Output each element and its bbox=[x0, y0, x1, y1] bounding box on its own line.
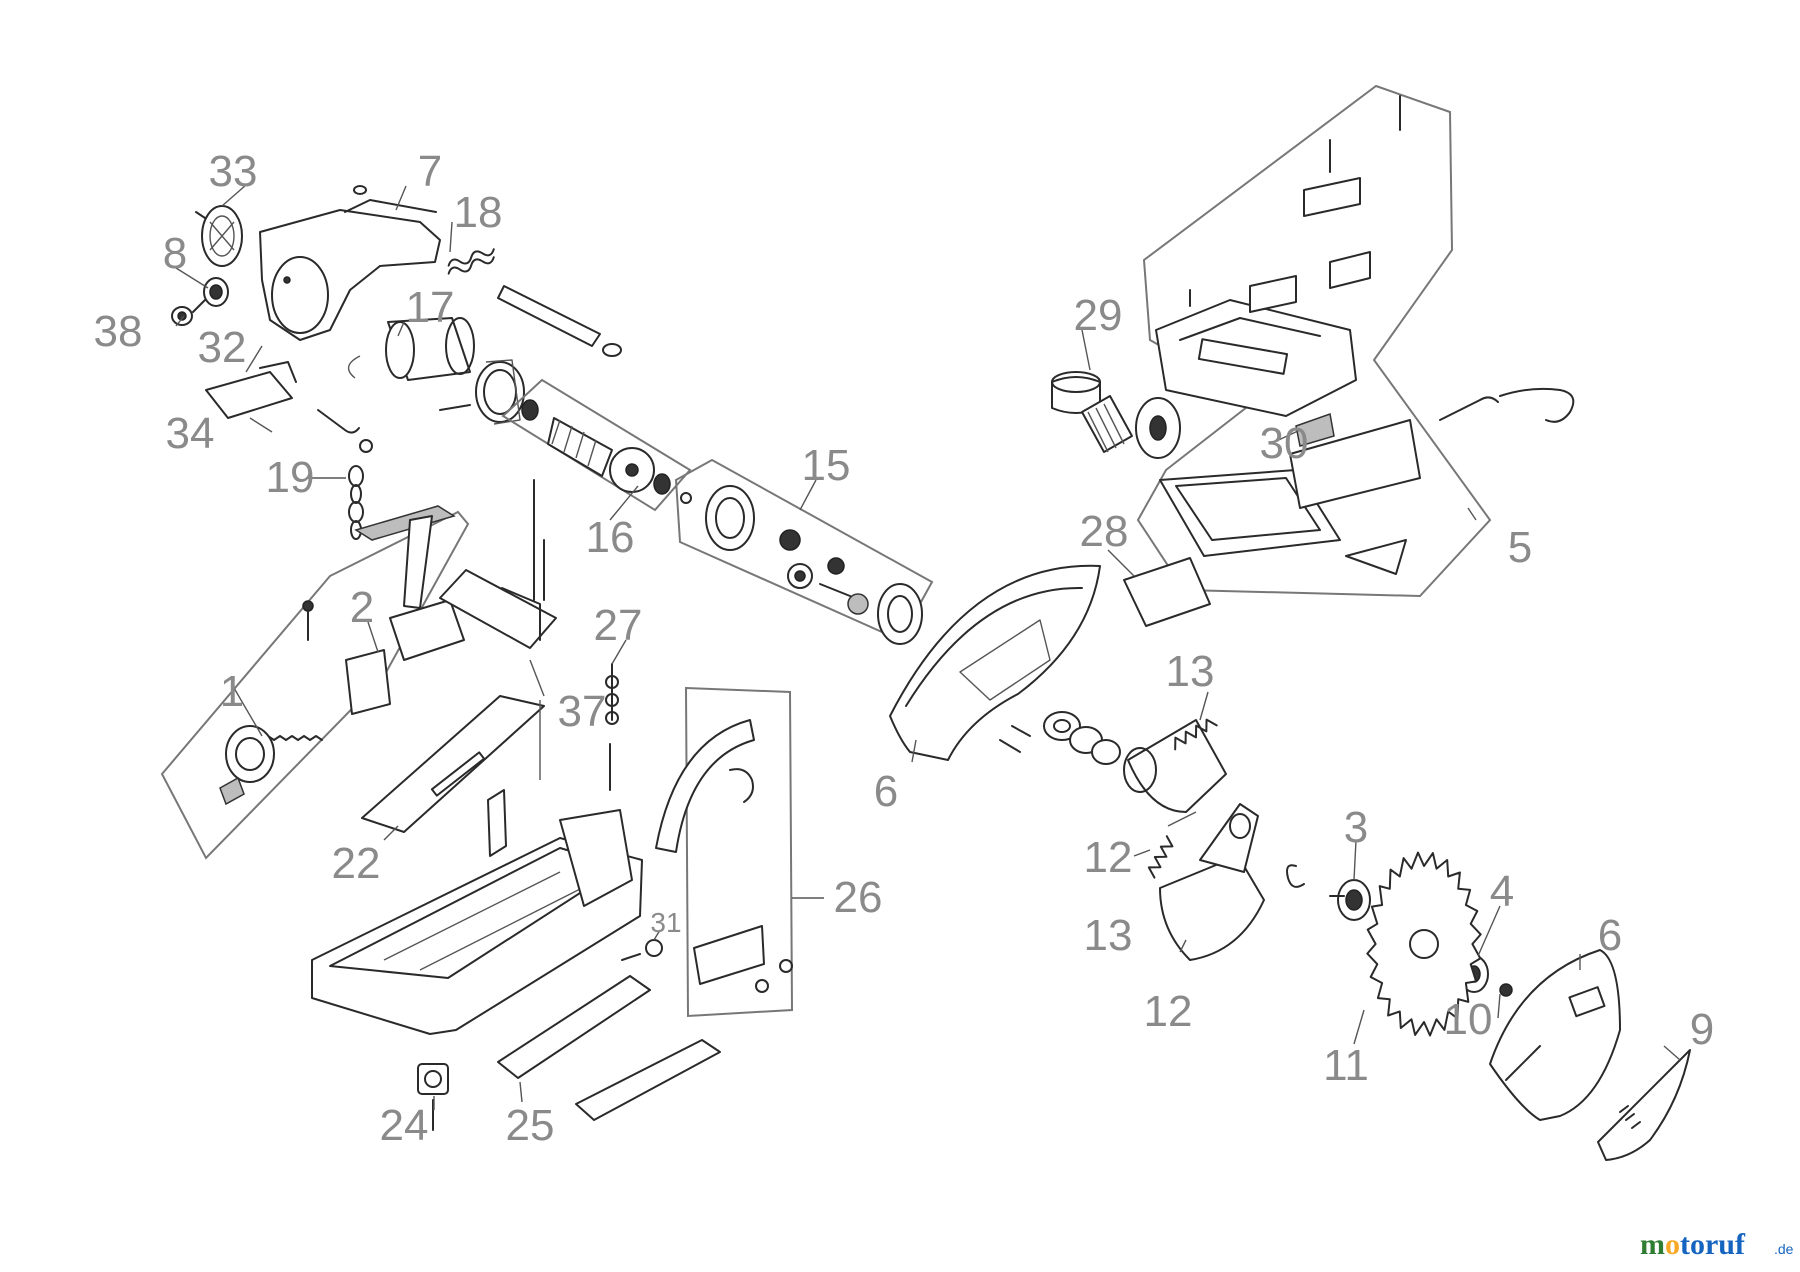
part-label-10: 10 bbox=[1444, 995, 1493, 1044]
part-label-16: 16 bbox=[586, 513, 635, 562]
rotor-group bbox=[501, 378, 692, 512]
part-label-6-guard: 6 bbox=[874, 767, 898, 816]
part-label-25: 25 bbox=[506, 1101, 555, 1150]
housing-ring-part bbox=[475, 359, 525, 425]
part-label-1: 1 bbox=[220, 667, 244, 716]
watermark-letter-o: o bbox=[1665, 1228, 1680, 1261]
motor-housing-group bbox=[171, 185, 622, 540]
lower-guard-part bbox=[1159, 803, 1305, 961]
base-group bbox=[311, 695, 643, 1035]
part-label-31: 31 bbox=[650, 907, 681, 938]
part-label-7: 7 bbox=[418, 147, 442, 196]
watermark-letters-rest: toruf bbox=[1680, 1228, 1746, 1261]
part-label-13-upper: 13 bbox=[1166, 647, 1215, 696]
part-label-5: 5 bbox=[1508, 523, 1532, 572]
part-label-29: 29 bbox=[1074, 291, 1123, 340]
part-label-37: 37 bbox=[558, 687, 607, 736]
part-label-6-cover: 6 bbox=[1598, 911, 1622, 960]
leader-lines bbox=[175, 184, 1681, 1110]
part-label-11: 11 bbox=[1323, 1041, 1369, 1090]
part-label-9: 9 bbox=[1690, 1005, 1714, 1054]
part-label-8: 8 bbox=[163, 229, 187, 278]
stator-part bbox=[347, 317, 475, 411]
part-label-26: 26 bbox=[834, 873, 883, 922]
part-label-33: 33 bbox=[209, 147, 258, 196]
stop-arm-group bbox=[655, 686, 794, 1018]
spacer-rings-group bbox=[1043, 711, 1227, 813]
part-label-12-lower: 12 bbox=[1144, 987, 1193, 1036]
part-label-38: 38 bbox=[94, 307, 143, 356]
part-label-22: 22 bbox=[332, 839, 381, 888]
watermark-letter-m: m bbox=[1640, 1228, 1665, 1261]
part-label-2: 2 bbox=[350, 583, 374, 632]
upper-guard-part bbox=[889, 564, 1101, 761]
part-label-18: 18 bbox=[454, 188, 503, 237]
guide-rod-part bbox=[497, 285, 622, 357]
part-label-17: 17 bbox=[406, 283, 455, 332]
part-label-34: 34 bbox=[166, 409, 215, 458]
brush-spring-part bbox=[447, 248, 495, 275]
part-label-30: 30 bbox=[1260, 419, 1309, 468]
brush-plate-part bbox=[205, 361, 373, 453]
part-label-32: 32 bbox=[198, 323, 247, 372]
switch-group bbox=[1051, 371, 1211, 627]
motor-housing-part bbox=[259, 185, 441, 341]
part-label-4: 4 bbox=[1490, 867, 1514, 916]
svg-text:motoruf: motoruf bbox=[1640, 1228, 1746, 1261]
part-label-3: 3 bbox=[1344, 803, 1368, 852]
part-labels: 33 7 18 8 38 17 32 34 19 16 15 29 30 5 2… bbox=[94, 147, 1715, 1150]
part-label-15: 15 bbox=[802, 441, 851, 490]
quick-clamp-part bbox=[605, 663, 619, 725]
watermark-logo: motoruf .de bbox=[1640, 1228, 1794, 1261]
part-label-28: 28 bbox=[1080, 507, 1129, 556]
extension-table-part bbox=[497, 975, 721, 1121]
watermark-suffix: .de bbox=[1774, 1241, 1794, 1257]
part-label-27: 27 bbox=[594, 601, 643, 650]
part-label-24: 24 bbox=[380, 1101, 429, 1150]
gear-group bbox=[674, 458, 934, 645]
handle-assembly-group bbox=[1136, 84, 1575, 598]
lower-blade-cover-part bbox=[1489, 949, 1691, 1161]
base-foot-part bbox=[417, 1063, 449, 1131]
springs-group bbox=[1147, 718, 1218, 879]
part-label-13-lower: 13 bbox=[1084, 911, 1133, 960]
fan-cover-part bbox=[195, 205, 243, 267]
vise-group bbox=[160, 505, 470, 860]
adjust-knob-part bbox=[621, 939, 663, 961]
part-label-12-upper: 12 bbox=[1084, 833, 1133, 882]
part-label-19: 19 bbox=[266, 453, 315, 502]
saw-blade-part bbox=[1366, 851, 1482, 1037]
fence-arm-part bbox=[439, 479, 557, 649]
bearing-nut-parts bbox=[171, 277, 229, 326]
